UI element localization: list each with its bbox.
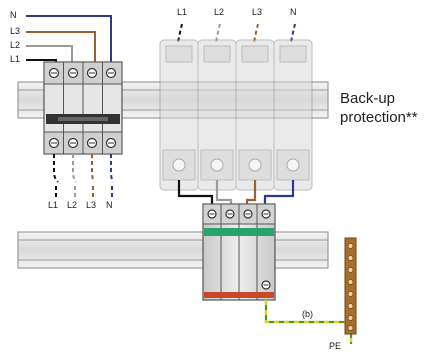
breaker-output-wires: [53, 154, 114, 198]
fuse-holder-l3: [235, 39, 275, 191]
backup-protection-label-line2: protection**: [340, 109, 418, 126]
spd-status-band: [204, 228, 274, 236]
output-label-n: N: [106, 200, 113, 210]
breaker-out-l1: [53, 154, 59, 198]
input-wire-n: [26, 15, 112, 62]
pe-label: PE: [329, 341, 342, 351]
pe-wire: [264, 300, 353, 344]
spd-terminal-screws: [207, 209, 271, 290]
input-wires: [26, 15, 112, 66]
fuse-holder-l2: [197, 39, 237, 191]
spd-red-band: [204, 292, 274, 298]
spd-wire-n: [263, 180, 295, 208]
fuse-label-l3: L3: [252, 7, 263, 17]
fuse-label-n: N: [290, 7, 297, 17]
backup-protection-label-line1: Back-up: [340, 90, 396, 107]
input-label-l3: L3: [10, 26, 21, 36]
breaker-out-l3: [91, 154, 95, 198]
fuse-label-l2: L2: [214, 7, 225, 17]
output-label-l3: L3: [86, 200, 97, 210]
input-label-l2: L2: [10, 40, 21, 50]
output-label-l1: L1: [48, 200, 59, 210]
pe-conductor-b-label: (b): [302, 309, 313, 319]
din-rail-bottom: [17, 231, 329, 269]
fuse-in-l1: [177, 23, 183, 43]
spd-wire-l1: [177, 180, 214, 208]
fuse-holder-l1: [159, 39, 199, 191]
input-label-l1: L1: [10, 54, 21, 64]
surge-protective-device: [202, 203, 276, 301]
fuse-in-l3: [253, 23, 259, 43]
input-label-n: N: [10, 10, 17, 20]
input-wire-l3: [26, 31, 96, 62]
output-label-l2: L2: [67, 200, 78, 210]
input-wire-l2: [26, 45, 73, 62]
fuse-holder-n: [273, 39, 313, 191]
backup-fuse-holders: [159, 39, 313, 191]
fuse-label-l1: L1: [177, 7, 188, 17]
fuse-in-n: [290, 23, 296, 43]
breaker-terminal-screws: [48, 67, 117, 149]
breaker-out-l2: [72, 154, 77, 198]
breaker-out-n: [110, 154, 114, 198]
earth-busbar: [344, 237, 357, 335]
fuse-input-wires: [177, 23, 296, 43]
fuse-in-l2: [215, 23, 221, 43]
circuit-breaker: [43, 61, 123, 155]
